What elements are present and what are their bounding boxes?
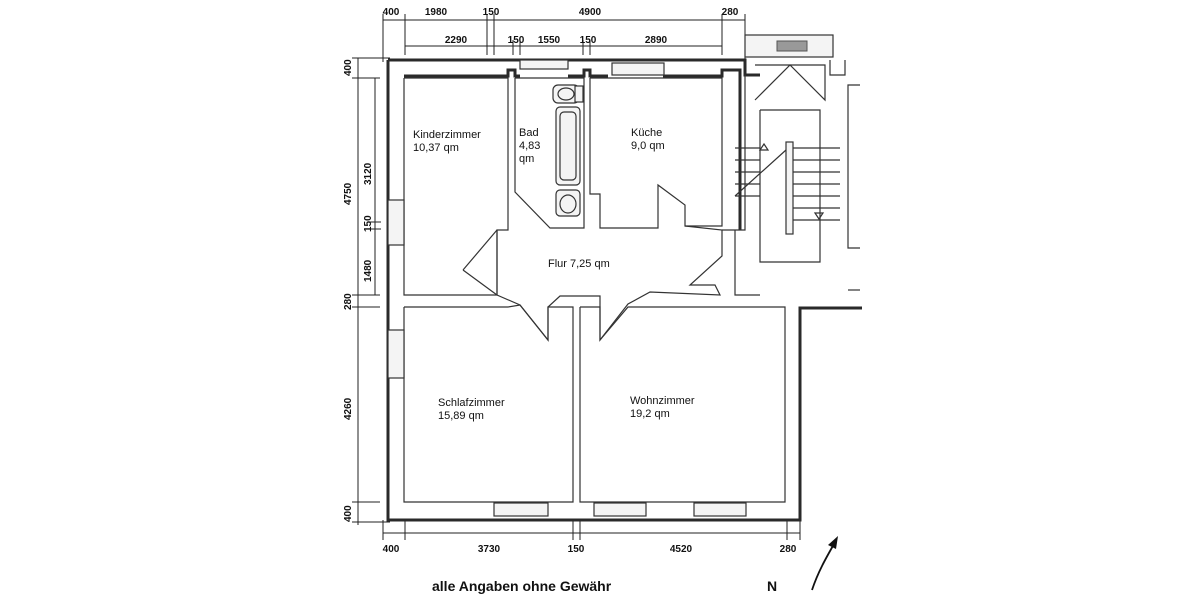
- dim-bottom-4: 4520: [670, 544, 693, 555]
- schlafzimmer-name: Schlafzimmer: [438, 397, 505, 409]
- dim-top-inner-4: 150: [580, 35, 597, 46]
- dim-top-inner-3: 1550: [538, 35, 561, 46]
- window-bottom-3: [693, 502, 747, 517]
- wohnzimmer-area: 19,2 qm: [630, 408, 670, 420]
- dim-left-5: 400: [343, 505, 354, 522]
- dim-top-3: 150: [483, 7, 500, 18]
- window-top-kueche: [611, 62, 665, 76]
- dim-left-inner-1: 3120: [363, 162, 374, 185]
- bad-area-unit: qm: [519, 153, 534, 165]
- dim-left-4: 4260: [343, 397, 354, 420]
- dim-top-4: 4900: [579, 7, 602, 18]
- window-bottom-1: [493, 502, 549, 517]
- kueche-area: 9,0 qm: [631, 140, 665, 152]
- dim-top-inner-5: 2890: [645, 35, 668, 46]
- dim-top-2: 1980: [425, 7, 448, 18]
- dim-bottom-2: 3730: [478, 544, 501, 555]
- window-schlafzimmer: [387, 329, 405, 379]
- room-labels: Kinderzimmer 10,37 qm Bad 4,83 qm Küche …: [413, 127, 695, 422]
- toilet-tank: [574, 85, 584, 103]
- dim-top-1: 400: [383, 7, 400, 18]
- stairwell: [722, 34, 860, 296]
- dim-bottom-5: 280: [780, 544, 797, 555]
- dim-bottom-1: 400: [383, 544, 400, 555]
- dim-top-5: 280: [722, 7, 739, 18]
- bad-name: Bad: [519, 127, 539, 139]
- north-arrow-icon: [811, 536, 838, 591]
- dim-bottom-3: 150: [568, 544, 585, 555]
- dim-left-3: 280: [343, 293, 354, 310]
- walls: [386, 58, 862, 522]
- window-bottom-2: [593, 502, 647, 517]
- bathroom-fixtures: [552, 84, 584, 217]
- dimension-lines: [352, 14, 801, 540]
- dim-left-inner-3: 1480: [363, 259, 374, 282]
- dim-left-1: 400: [343, 59, 354, 76]
- handrail: [785, 141, 794, 235]
- bathtub: [555, 106, 581, 186]
- bad-area: 4,83: [519, 140, 540, 152]
- wohnzimmer-name: Wohnzimmer: [630, 395, 695, 407]
- dim-left-2: 4750: [343, 182, 354, 205]
- window-kinderzimmer: [387, 199, 405, 246]
- schlafzimmer-area: 15,89 qm: [438, 410, 484, 422]
- kinderzimmer-area: 10,37 qm: [413, 142, 459, 154]
- flur-label: Flur 7,25 qm: [548, 258, 610, 270]
- dim-left-inner-2: 150: [363, 215, 374, 232]
- dim-top-inner-2: 150: [508, 35, 525, 46]
- kueche-name: Küche: [631, 127, 662, 139]
- kinderzimmer-name: Kinderzimmer: [413, 129, 481, 141]
- disclaimer: alle Angaben ohne Gewähr: [432, 578, 612, 594]
- dimension-labels: 400 1980 150 4900 280 2290 150 1550 150 …: [343, 7, 797, 555]
- window-top-bad: [519, 59, 569, 70]
- north-label: N: [767, 578, 777, 594]
- dim-top-inner-1: 2290: [445, 35, 468, 46]
